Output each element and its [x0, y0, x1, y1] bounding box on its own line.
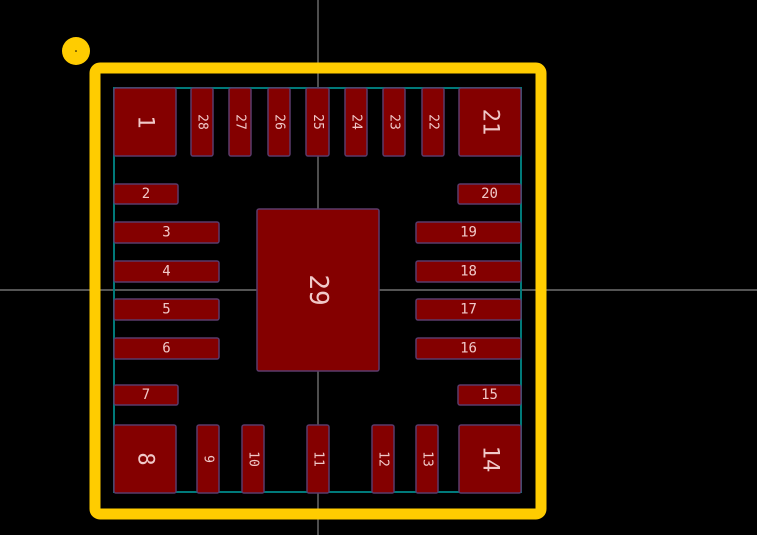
pad-label: 22	[426, 114, 441, 130]
pad-17[interactable]	[415, 298, 522, 321]
pad-label: 26	[272, 114, 287, 130]
pad-label: 8	[133, 452, 158, 465]
pad-10[interactable]	[241, 424, 265, 494]
pad-label: 2	[142, 186, 150, 202]
pad-3[interactable]	[113, 221, 220, 244]
pad-15[interactable]	[457, 384, 522, 406]
pad-16[interactable]	[415, 337, 522, 360]
pad-12[interactable]	[371, 424, 395, 494]
pad-25[interactable]	[305, 87, 330, 157]
pad-label: 25	[310, 114, 325, 130]
pad-28[interactable]	[190, 87, 214, 157]
pad-label: 20	[481, 186, 498, 202]
pad-21[interactable]	[458, 87, 522, 157]
pad-20[interactable]	[457, 183, 522, 205]
pad-5[interactable]	[113, 298, 220, 321]
pad-label: 23	[387, 114, 402, 130]
pad-label: 16	[460, 341, 477, 357]
pad-label: 11	[311, 451, 326, 467]
pad-26[interactable]	[267, 87, 291, 157]
silkscreen-outline	[89, 62, 547, 520]
pad-11[interactable]	[306, 424, 330, 494]
pad-19[interactable]	[415, 221, 522, 244]
pad-13[interactable]	[415, 424, 439, 494]
pad-label: 28	[195, 114, 210, 130]
pad-label: 10	[246, 451, 261, 467]
pad-label: 17	[460, 302, 477, 318]
pad-label: 19	[460, 225, 477, 241]
pad-8[interactable]	[113, 424, 177, 494]
pad-1[interactable]	[113, 87, 177, 157]
pad-29[interactable]	[256, 208, 380, 372]
pad-6[interactable]	[113, 337, 220, 360]
pad-label: 5	[162, 302, 170, 318]
pad-24[interactable]	[344, 87, 368, 157]
pad-2[interactable]	[113, 183, 179, 205]
pad-label: 18	[460, 264, 477, 280]
pad-label: 3	[162, 225, 170, 241]
pad-label: 12	[376, 451, 391, 467]
pad-label: 1	[133, 115, 158, 128]
pad-label: 29	[303, 274, 333, 305]
pad-23[interactable]	[382, 87, 406, 157]
pad-9[interactable]	[196, 424, 220, 494]
pad-label: 9	[201, 455, 216, 463]
pad-label: 15	[481, 387, 498, 403]
pin1-marker-center	[75, 50, 77, 52]
pad-4[interactable]	[113, 260, 220, 283]
pad-label: 13	[420, 451, 435, 467]
pad-label: 7	[142, 387, 150, 403]
pad-7[interactable]	[113, 384, 179, 406]
pad-label: 6	[162, 341, 170, 357]
pad-label: 14	[478, 446, 503, 473]
pad-14[interactable]	[458, 424, 522, 494]
pad-label: 4	[162, 264, 170, 280]
pad-label: 27	[233, 114, 248, 130]
pad-label: 24	[349, 114, 364, 130]
pad-27[interactable]	[228, 87, 252, 157]
pad-22[interactable]	[421, 87, 445, 157]
pad-label: 21	[478, 109, 503, 136]
pad-18[interactable]	[415, 260, 522, 283]
